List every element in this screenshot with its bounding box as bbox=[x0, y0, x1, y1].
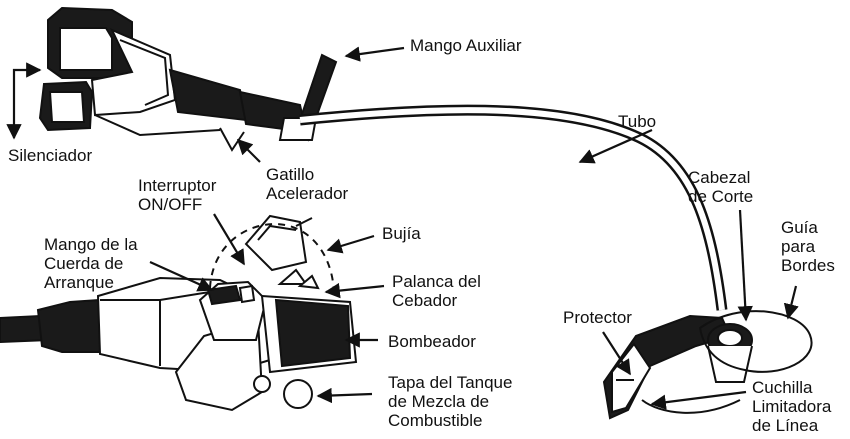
label-mango-cuerda-arranque: Mango de la Cuerda de Arranque bbox=[44, 235, 138, 292]
inset-dashed-outline bbox=[209, 222, 335, 297]
label-line: Cuchilla bbox=[752, 378, 813, 397]
label-line: Interruptor bbox=[138, 176, 217, 195]
label-line: Silenciador bbox=[8, 146, 93, 165]
label-cabezal-de-corte: Cabezal de Corte bbox=[688, 168, 753, 206]
engine-detail bbox=[0, 268, 358, 412]
label-tapa-tanque: Tapa del Tanque de Mezcla de Combustible bbox=[388, 373, 512, 430]
label-line: Cebador bbox=[392, 291, 458, 310]
label-line: ON/OFF bbox=[138, 195, 203, 214]
label-line: Cabezal bbox=[688, 168, 751, 187]
label-line: Tapa del Tanque bbox=[388, 373, 513, 392]
label-line: Acelerador bbox=[266, 184, 349, 203]
label-line: Mango de la bbox=[44, 235, 138, 254]
label-line: para bbox=[781, 237, 816, 256]
label-line: de Línea bbox=[752, 416, 819, 435]
label-guia-para-bordes: Guía para Bordes bbox=[781, 218, 835, 275]
label-line: Tubo bbox=[618, 112, 657, 131]
cutting-head bbox=[602, 314, 753, 420]
label-line: Palanca del bbox=[392, 272, 481, 291]
label-line: Combustible bbox=[388, 411, 483, 430]
label-line: Gatillo bbox=[266, 165, 315, 184]
label-line: de Mezcla de bbox=[388, 392, 490, 411]
label-gatillo-acelerador: Gatillo Acelerador bbox=[266, 165, 348, 203]
spark-plug-detail bbox=[244, 214, 313, 272]
edge-guide bbox=[698, 310, 813, 373]
leader-arrows bbox=[6, 46, 799, 410]
auxiliary-handle bbox=[278, 53, 338, 142]
engine-housing bbox=[38, 6, 308, 152]
label-line: Arranque bbox=[44, 273, 114, 292]
label-line: Guía bbox=[781, 218, 818, 237]
label-line: Bombeador bbox=[388, 332, 476, 351]
label-line: Limitadora bbox=[752, 397, 832, 416]
label-bujia: Bujía bbox=[382, 224, 421, 243]
label-silenciador: Silenciador bbox=[8, 146, 92, 165]
label-cuchilla-limitadora: Cuchilla Limitadora de Línea bbox=[752, 378, 831, 435]
label-line: de Corte bbox=[688, 187, 754, 206]
label-line: Bujía bbox=[382, 224, 421, 243]
label-tubo: Tubo bbox=[618, 112, 656, 131]
label-bombeador: Bombeador bbox=[388, 332, 476, 351]
label-protector: Protector bbox=[563, 308, 632, 327]
label-interruptor: Interruptor ON/OFF bbox=[138, 176, 216, 214]
label-palanca-del-cebador: Palanca del Cebador bbox=[392, 272, 481, 310]
label-line: Cuerda de bbox=[44, 254, 124, 273]
label-line: Protector bbox=[563, 308, 632, 327]
label-line: Mango Auxiliar bbox=[410, 36, 522, 55]
drive-shaft bbox=[299, 104, 728, 311]
label-line: Bordes bbox=[781, 256, 835, 275]
label-mango-auxiliar: Mango Auxiliar bbox=[410, 36, 522, 55]
